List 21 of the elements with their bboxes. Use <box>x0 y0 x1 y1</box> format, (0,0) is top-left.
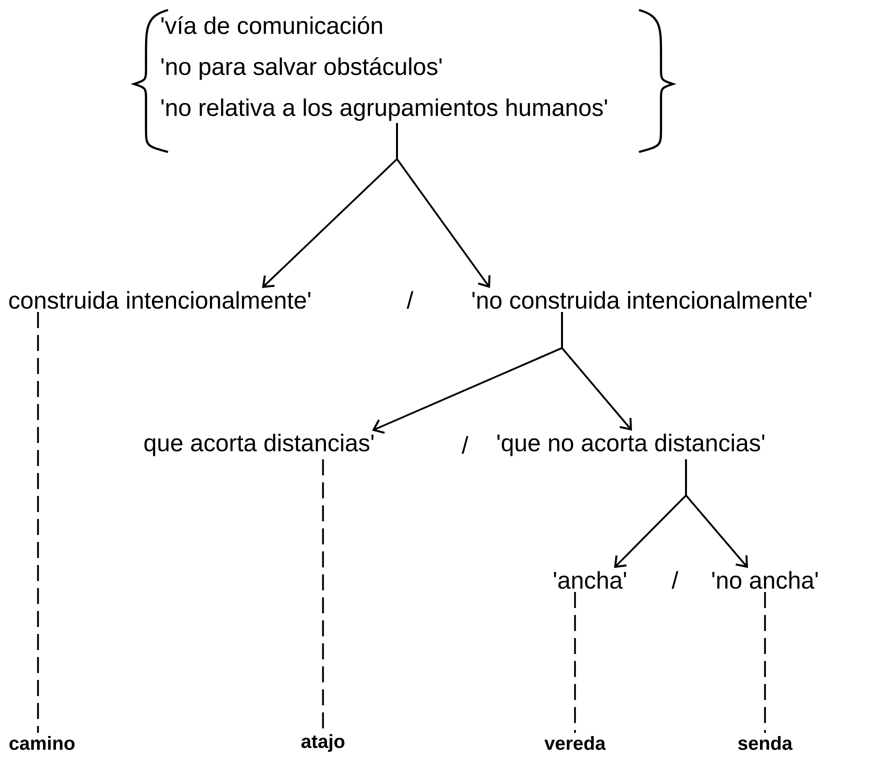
slash-separator: / <box>672 571 678 589</box>
feature-label: 'no ancha' <box>712 571 818 589</box>
slash-separator: / <box>462 436 468 454</box>
term-label: atajo <box>301 734 344 752</box>
dashed-line <box>322 459 324 731</box>
arrow <box>685 459 748 568</box>
arrow <box>396 123 490 288</box>
dashed-line <box>37 312 39 733</box>
feature-label: 'ancha' <box>554 571 626 589</box>
feature-label: 'no construida intencionalmente' <box>472 291 812 309</box>
term-label: vereda <box>544 736 606 750</box>
feature-label: construida intencionalmente' <box>9 291 310 309</box>
feature-label: 'que no acorta distancias' <box>497 434 764 456</box>
term-label: camino <box>10 736 75 750</box>
arrow <box>561 312 632 431</box>
bracketed-list: 'vía de comunicación 'no para salvar obstáculos' 'no relativa a los agrupamientos humanos' <box>132 8 674 154</box>
dashed-line <box>574 592 576 733</box>
feature-label: que acorta distancias' <box>144 434 374 456</box>
term-label: senda <box>738 736 793 750</box>
slash-separator: / <box>406 291 414 309</box>
dashed-line <box>764 592 766 733</box>
